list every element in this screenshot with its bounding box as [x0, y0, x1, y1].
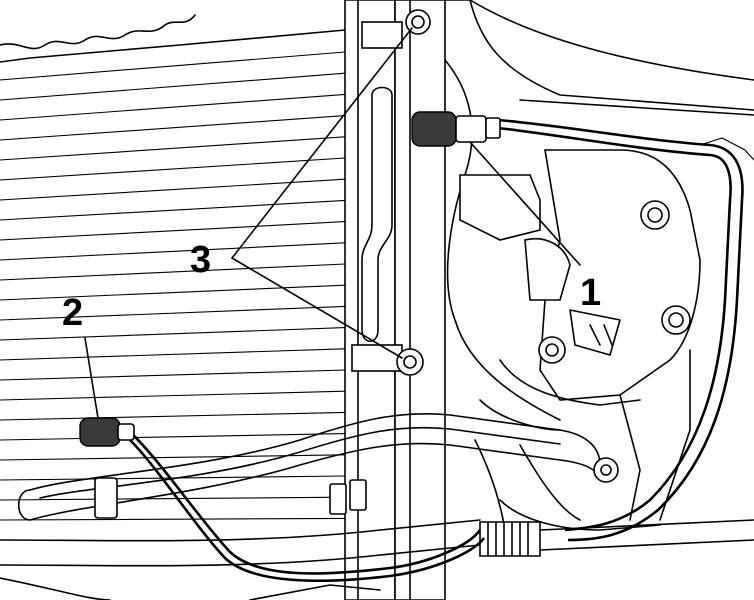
radiator-fin-line: [0, 305, 346, 321]
sensor-1: [411, 111, 501, 147]
radiator-fin-line: [0, 136, 346, 161]
leader-lines: [84, 27, 581, 419]
radiator-fin-line: [0, 263, 346, 281]
radiator-fin-line: [0, 454, 346, 461]
sensor-2: [79, 417, 486, 583]
radiator-fin-line: [0, 517, 346, 521]
radiator-fin-line: [0, 178, 346, 201]
radiator-fin-line: [0, 221, 346, 241]
radiator-fins: [0, 29, 346, 521]
radiator-top-edge: [0, 14, 196, 50]
radiator-fin-line: [0, 496, 346, 501]
callout-1: 1: [580, 272, 601, 314]
radiator-fin-line: [0, 115, 346, 141]
callout-3: 3: [190, 239, 211, 281]
radiator-fin-line: [0, 157, 346, 181]
radiator-fin-line: [0, 327, 346, 341]
radiator-fin-line: [0, 199, 346, 221]
radiator-fin-line: [0, 390, 346, 401]
radiator-fin-line: [0, 284, 346, 301]
radiator-upper-border: [0, 29, 346, 63]
radiator-fin-line: [0, 93, 346, 121]
radiator-fin-line: [0, 369, 346, 381]
radiator-fin-line: [0, 433, 346, 441]
radiator-fin-line: [0, 348, 346, 361]
sensor-wiring-right: [497, 118, 754, 542]
radiator-fin-line: [0, 411, 346, 421]
engine-housing: [444, 0, 754, 531]
lower-pipes: [0, 412, 754, 600]
radiator-fin-line: [0, 242, 346, 261]
radiator-fin-line: [0, 72, 346, 101]
radiator-fin-line: [0, 51, 346, 81]
callout-2: 2: [62, 292, 83, 334]
